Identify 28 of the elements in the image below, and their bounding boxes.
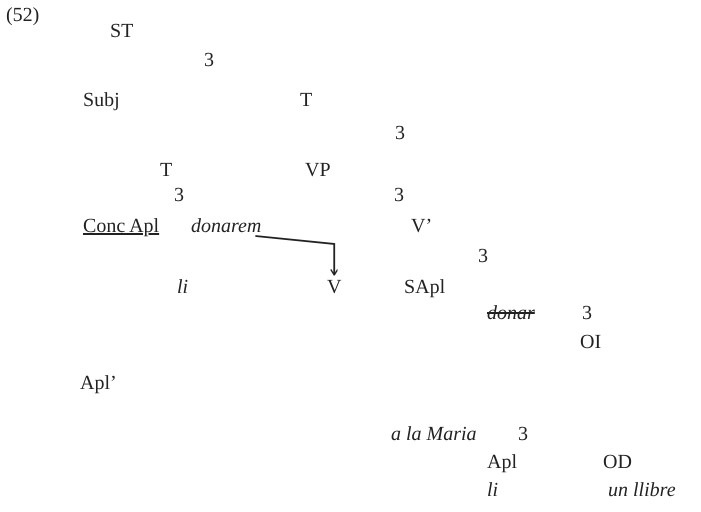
tree-label: 3 (582, 301, 592, 325)
underlined-label: Conc Apl (83, 214, 160, 238)
tree-label: donar (487, 301, 535, 325)
tree-label: un llibre (608, 478, 676, 502)
tree-label: 3 (204, 48, 214, 72)
tree-label: li (487, 478, 498, 502)
tree-label: 3 (395, 121, 405, 145)
tree-node-label: donarem (191, 214, 262, 238)
tree-node-label: V (327, 275, 342, 299)
tree-label: 3 (518, 422, 528, 446)
tree-label: OD (603, 450, 632, 474)
tree-label: Apl’ (80, 371, 117, 395)
tree-label: Subj (83, 88, 120, 112)
tree-label: a la Maria (391, 422, 477, 446)
tree-label: SApl (404, 275, 446, 299)
tree-label: T (300, 88, 312, 112)
tree-label: li (177, 275, 188, 299)
tree-label: 3 (394, 183, 404, 207)
tree-label: T (160, 158, 172, 182)
tree-label: 3 (478, 244, 488, 268)
tree-label: (52) (6, 3, 40, 27)
tree-label: V’ (411, 214, 432, 238)
tree-label: Apl (487, 450, 517, 474)
arrow (255, 235, 338, 276)
tree-label: VP (305, 158, 331, 182)
tree-label: 3 (174, 183, 184, 207)
tree-label: ST (110, 19, 134, 43)
tree-label: OI (580, 330, 602, 354)
